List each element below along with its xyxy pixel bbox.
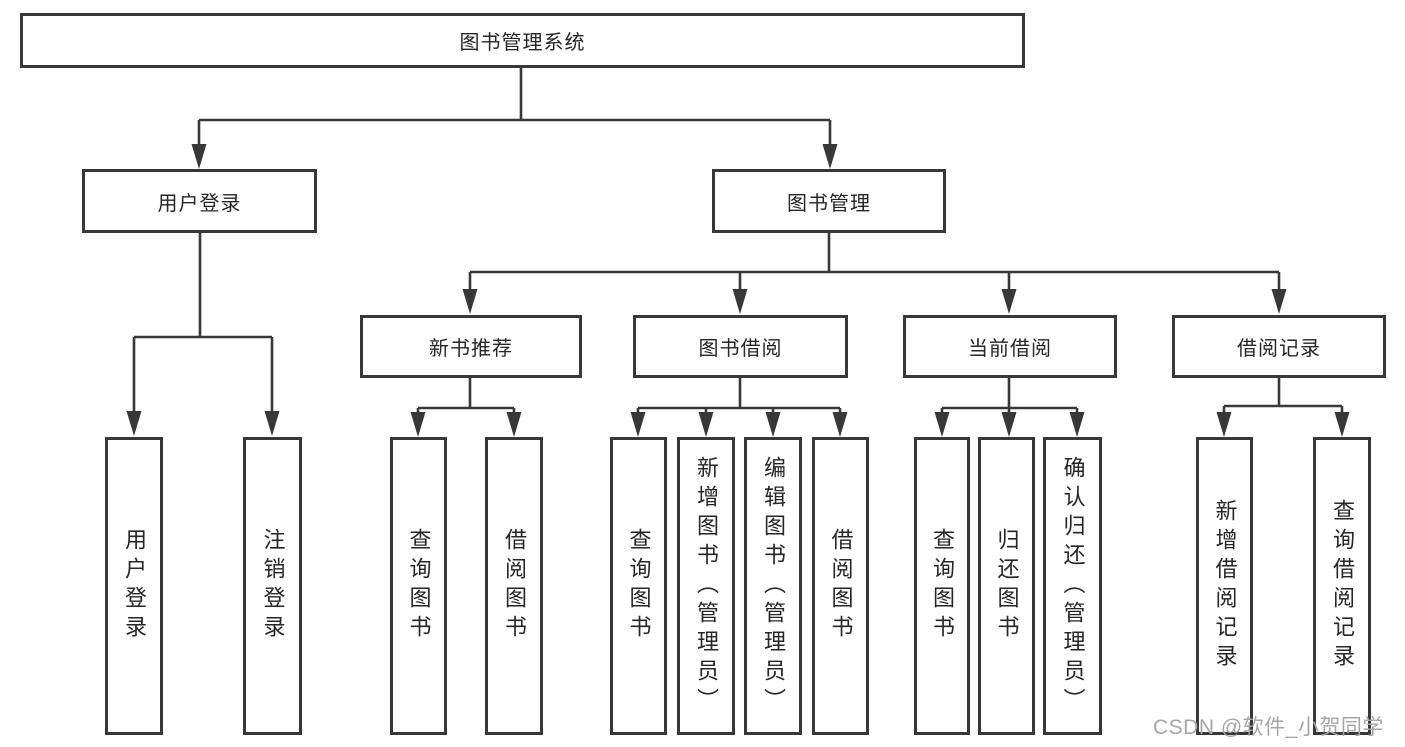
node-book-management: 图书管理 <box>712 169 946 233</box>
node-label: 新增借阅记录 <box>1212 499 1238 673</box>
node-label: 借阅图书 <box>502 528 527 644</box>
node-label: 查询借阅记录 <box>1330 499 1355 673</box>
leaf-add-book-admin: 新增图书（管理员） <box>677 437 735 735</box>
node-label: 当前借阅 <box>968 338 1052 360</box>
leaf-query-books-borrowing: 查询图书 <box>610 437 667 735</box>
node-label: 借阅记录 <box>1237 338 1321 360</box>
node-label: 归还图书 <box>994 528 1020 644</box>
node-borrowing-records: 借阅记录 <box>1172 315 1386 378</box>
node-user-login: 用户登录 <box>82 169 317 233</box>
node-label: 用户登录 <box>157 192 242 215</box>
node-label: 图书管理 <box>787 192 871 215</box>
leaf-borrow-books-borrowing: 借阅图书 <box>812 437 869 735</box>
csdn-watermark: CSDN @软件_小贺同学 <box>1153 716 1384 739</box>
node-label: 查询图书 <box>930 528 955 644</box>
leaf-query-borrow-record: 查询借阅记录 <box>1313 437 1371 735</box>
leaf-edit-book-admin: 编辑图书（管理员） <box>744 437 802 735</box>
node-label: 图书管理系统 <box>459 32 586 54</box>
node-label: 确认归还（管理员） <box>1060 455 1086 717</box>
node-book-borrowing: 图书借阅 <box>633 315 848 378</box>
node-label: 新书推荐 <box>429 338 513 360</box>
leaf-confirm-return-admin: 确认归还（管理员） <box>1043 437 1102 735</box>
leaf-return-book: 归还图书 <box>978 437 1035 735</box>
leaf-borrow-books-recommend: 借阅图书 <box>485 437 543 735</box>
leaf-add-borrow-record: 新增借阅记录 <box>1196 437 1253 735</box>
leaf-query-books-current: 查询图书 <box>914 437 970 735</box>
node-label: 新增图书（管理员） <box>694 455 719 717</box>
node-label: 查询图书 <box>626 528 652 644</box>
leaf-user-login: 用户登录 <box>105 437 163 735</box>
leaf-logout: 注销登录 <box>243 437 302 735</box>
node-current-borrowing: 当前借阅 <box>903 315 1117 378</box>
node-label: 借阅图书 <box>828 528 854 644</box>
node-label: 用户登录 <box>122 528 147 644</box>
arrowheads <box>126 144 1350 437</box>
node-label: 编辑图书（管理员） <box>761 455 786 717</box>
node-new-book-recommendation: 新书推荐 <box>360 315 582 378</box>
node-label: 注销登录 <box>260 528 286 644</box>
node-label: 查询图书 <box>406 528 432 644</box>
node-label: 图书借阅 <box>698 338 783 360</box>
node-library-management-system: 图书管理系统 <box>20 13 1025 68</box>
leaf-query-books-recommend: 查询图书 <box>390 437 447 735</box>
